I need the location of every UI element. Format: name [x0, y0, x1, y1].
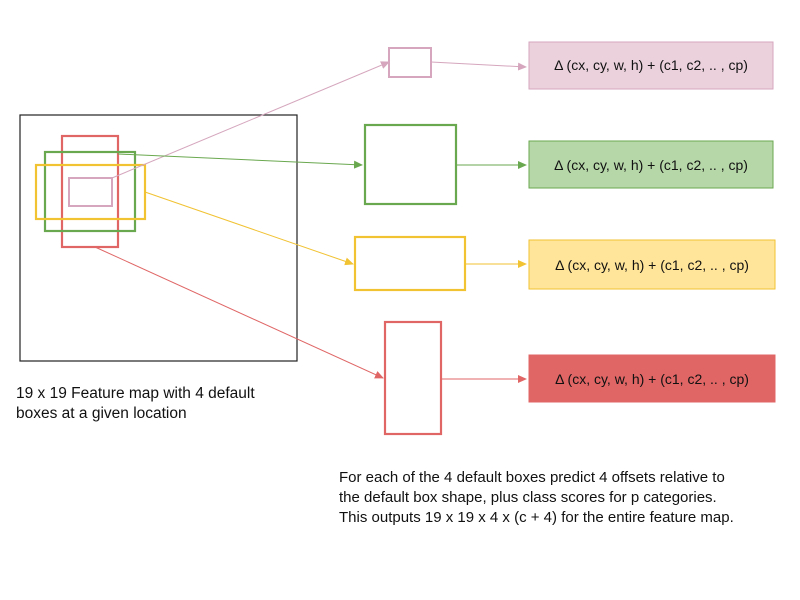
feature-map-caption-line-2: boxes at a given location — [16, 405, 187, 422]
output-label-red: Δ (cx, cy, w, h) + (c1, c2, .. , cp) — [555, 371, 749, 387]
output-box-pink — [528, 41, 774, 90]
default-box-green — [43, 150, 137, 233]
description-line-1: For each of the 4 default boxes predict … — [339, 469, 725, 486]
description-caption: For each of the 4 default boxes predict … — [339, 468, 734, 528]
arrow-red-to-box — [94, 246, 384, 379]
output-red: Δ (cx, cy, w, h) + (c1, c2, .. , cp) — [528, 354, 776, 403]
output-box-yellow — [528, 239, 776, 290]
output-label-yellow: Δ (cx, cy, w, h) + (c1, c2, .. , cp) — [555, 257, 749, 273]
arrow-pink-to-output — [430, 61, 527, 71]
large-box-red — [383, 320, 443, 436]
large-box-yellow — [353, 235, 467, 292]
description-line-3: This outputs 19 x 19 x 4 x (c + 4) for t… — [339, 509, 734, 526]
large-box-green — [363, 123, 458, 206]
output-pink: Δ (cx, cy, w, h) + (c1, c2, .. , cp) — [528, 41, 774, 90]
output-label-pink: Δ (cx, cy, w, h) + (c1, c2, .. , cp) — [554, 57, 748, 73]
description-line-2: the default box shape, plus class scores… — [339, 489, 717, 506]
default-box-pink — [68, 177, 113, 207]
arrow-green-to-box — [117, 153, 363, 169]
arrow-yellow-to-box — [144, 191, 354, 266]
output-green: Δ (cx, cy, w, h) + (c1, c2, .. , cp) — [528, 140, 774, 189]
output-label-green: Δ (cx, cy, w, h) + (c1, c2, .. , cp) — [554, 157, 748, 173]
output-box-red — [528, 354, 776, 403]
arrow-pink-to-box — [111, 61, 390, 179]
large-box-pink — [388, 47, 432, 78]
output-box-green — [528, 140, 774, 189]
output-yellow: Δ (cx, cy, w, h) + (c1, c2, .. , cp) — [528, 239, 776, 290]
feature-map-caption: 19 x 19 Feature map with 4 default boxes… — [16, 384, 255, 424]
default-box-red — [60, 134, 120, 249]
feature-map-caption-line-1: 19 x 19 Feature map with 4 default — [16, 385, 255, 402]
